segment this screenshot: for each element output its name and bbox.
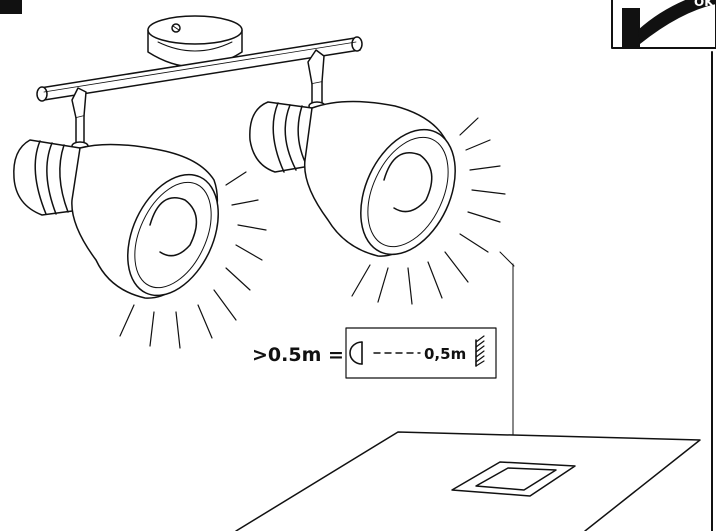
floor-surface [235,431,701,531]
illuminated-area-inner [475,467,557,491]
mounting-bar [36,36,363,102]
minimum-distance-label: >0.5m = [252,344,344,366]
right-spotlight [249,100,456,257]
left-spotlight [13,139,219,299]
right-swivel-joint [307,49,326,111]
distance-symbol-box: 0,5m [345,327,497,379]
screw-icon [171,23,181,33]
right-light-rays [351,117,506,305]
ceiling-canopy [147,15,243,68]
ok-badge-label: OK [694,0,714,9]
symbol-distance-text: 0,5m [424,345,466,363]
left-swivel-joint [71,87,89,151]
left-light-rays [119,171,267,349]
ok-badge: OK [611,0,716,49]
step-number-marker [0,0,22,14]
